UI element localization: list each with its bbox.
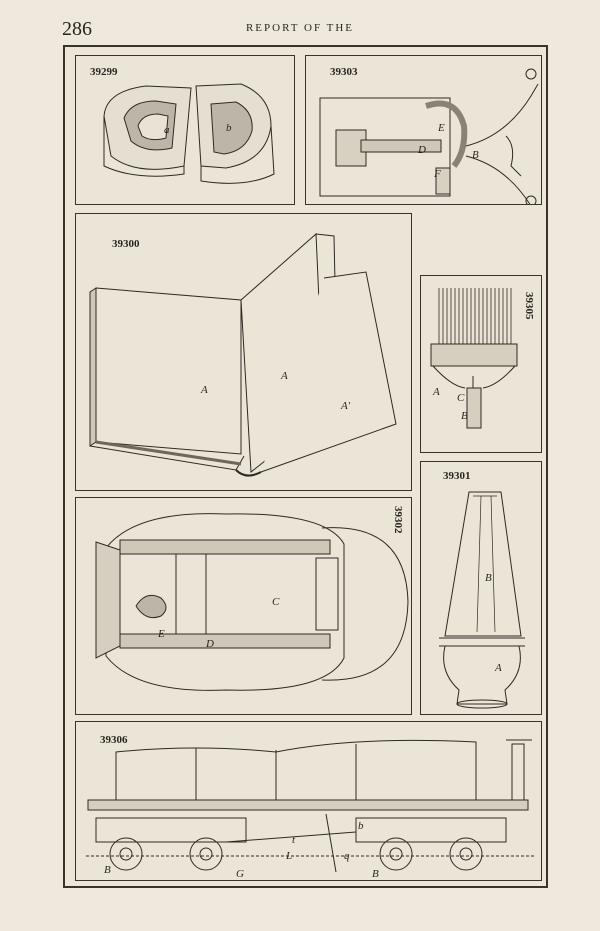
label-A-prime: A′ [341,400,351,412]
label-E: E [438,122,445,134]
page-number: 286 [62,18,92,40]
figure-plate: 39299 a b 39303 [63,45,548,888]
label-A-left: A [201,384,208,396]
figure-number: 39303 [330,66,358,78]
label-G: G [236,868,244,880]
figure-drawing-39306 [86,739,536,873]
label-b: b [358,820,364,832]
label-A: A [495,662,502,674]
figure-drawing-39303 [319,68,539,204]
label-q: q [344,850,350,862]
figure-panel-39301: 39301 B A [420,461,542,715]
figure-number: 39299 [90,66,118,78]
figure-number: 39305 [523,292,535,320]
label-L: L [286,850,293,862]
label-B-right: B [372,868,379,880]
label-B: B [485,572,492,584]
figure-drawing-39305 [430,288,518,429]
figure-panel-39299: 39299 a b [75,55,295,205]
label-a: a [164,124,170,136]
figure-drawing-39301 [439,491,525,709]
label-B-left: B [104,864,111,876]
label-F: F [434,168,441,180]
figure-panel-39302: 39302 C E D [75,497,412,715]
label-D: D [418,144,426,156]
figure-drawing-39299 [103,83,275,184]
label-t: t [292,834,296,846]
figure-number: 39306 [100,734,128,746]
running-title: REPORT OF THE [245,22,355,34]
figure-panel-39300: 39300 A A A′ [75,213,412,491]
label-D: D [206,638,214,650]
label-A-right: A [281,370,288,382]
label-C: C [457,392,465,404]
figure-drawing-39300 [89,232,397,477]
label-B: B [472,149,479,161]
label-A: A [433,386,440,398]
figure-drawing-39302 [95,513,409,691]
figure-panel-39306: 39306 B G L B t q b [75,721,542,881]
figure-panel-39305: 39305 A C B [420,275,542,453]
label-C: C [272,596,280,608]
figure-number: 39300 [112,238,140,250]
label-b: b [226,122,232,134]
label-E: E [158,628,165,640]
figure-number: 39302 [392,506,404,534]
page-header: 286 REPORT OF THE [0,18,600,42]
figure-number: 39301 [443,470,471,482]
figure-panel-39303: 39303 E D B F [305,55,542,205]
label-B: B [461,410,468,422]
